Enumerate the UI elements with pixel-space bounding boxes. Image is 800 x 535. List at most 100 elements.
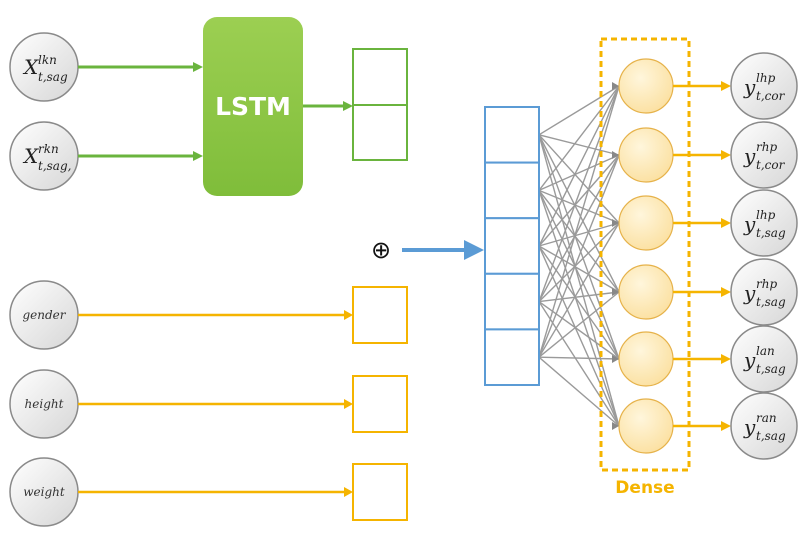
arrowhead bbox=[721, 354, 731, 364]
dense-connection bbox=[538, 245, 620, 293]
dense-connection bbox=[538, 301, 620, 427]
static-input-weight: weight bbox=[9, 457, 79, 527]
static-box-weight bbox=[352, 463, 408, 521]
dense-connection bbox=[538, 85, 620, 136]
concat-vector-cell bbox=[484, 328, 540, 386]
sequence-input-rkn: X rkn t,sag, bbox=[9, 121, 79, 191]
dense-connection bbox=[538, 85, 620, 191]
dense-connection bbox=[538, 134, 620, 427]
static-boxes bbox=[352, 286, 408, 521]
arrowhead bbox=[612, 422, 619, 430]
dense-connections bbox=[538, 85, 620, 427]
input-node-circle bbox=[9, 121, 79, 191]
dense-connection bbox=[538, 190, 620, 427]
arrowhead bbox=[612, 355, 619, 363]
sequence-arrows bbox=[78, 62, 203, 161]
dense-connection bbox=[538, 154, 620, 358]
neuron-circle bbox=[618, 127, 674, 183]
dense-connection bbox=[538, 356, 620, 427]
output-sub: t,sag bbox=[756, 362, 786, 376]
output-base: y bbox=[743, 75, 756, 99]
output-node-circle bbox=[730, 392, 798, 460]
arrowhead bbox=[344, 487, 353, 497]
arrowhead bbox=[464, 240, 484, 260]
input-base: X bbox=[22, 55, 39, 79]
dense-connection bbox=[538, 134, 620, 224]
output-sub: t,sag bbox=[756, 226, 786, 240]
neuron-circle bbox=[618, 331, 674, 387]
lstm-output-arrow bbox=[303, 101, 353, 111]
arrowhead bbox=[612, 219, 619, 227]
output-sup: ran bbox=[756, 411, 777, 425]
output-sup: lan bbox=[756, 344, 775, 358]
concat-vector-cell bbox=[484, 272, 540, 331]
output-base: y bbox=[743, 281, 756, 305]
output-sup: lhp bbox=[756, 208, 776, 222]
output-sub: t,sag bbox=[756, 295, 786, 309]
dense-connection bbox=[538, 85, 620, 358]
input-sup: rkn bbox=[38, 142, 59, 156]
output-sub: t,sag bbox=[756, 429, 786, 443]
dense-connection bbox=[538, 222, 620, 358]
dense-connection bbox=[538, 85, 620, 247]
neuron-circle bbox=[618, 264, 674, 320]
concat-arrow bbox=[402, 240, 484, 260]
vector-cell bbox=[352, 104, 408, 161]
dense-connection bbox=[538, 134, 620, 293]
input-sub: t,sag, bbox=[38, 159, 71, 173]
static-box-height bbox=[352, 375, 408, 433]
output-node-circle bbox=[730, 325, 798, 393]
dense-label: Dense bbox=[615, 478, 674, 498]
input-base: X bbox=[22, 144, 39, 168]
output-sub: t,cor bbox=[756, 158, 786, 172]
dense-connection bbox=[538, 222, 620, 303]
arrowhead bbox=[721, 150, 731, 160]
arrowhead bbox=[193, 151, 203, 161]
dense-connection bbox=[538, 189, 620, 224]
arrowhead bbox=[344, 310, 353, 320]
dense-connection bbox=[538, 85, 620, 302]
dense-connection bbox=[538, 154, 620, 247]
arrowhead bbox=[721, 287, 731, 297]
static-box-gender bbox=[352, 286, 408, 344]
static-arrows bbox=[78, 310, 353, 497]
static-input-height: height bbox=[9, 369, 79, 439]
output-node-circle bbox=[730, 121, 798, 189]
input-node-circle bbox=[9, 32, 79, 102]
dense-connection bbox=[538, 189, 620, 293]
dense-connection bbox=[538, 154, 620, 192]
arrowhead bbox=[344, 399, 353, 409]
output-sup: rhp bbox=[756, 140, 777, 154]
output-node-circle bbox=[730, 258, 798, 326]
arrowhead bbox=[721, 218, 731, 228]
input-label: height bbox=[25, 397, 64, 411]
input-sup: lkn bbox=[38, 53, 57, 67]
concat-vector-cell bbox=[484, 217, 540, 275]
lstm-label: LSTM bbox=[215, 92, 291, 121]
arrowhead bbox=[721, 421, 731, 431]
dense-connection bbox=[538, 356, 620, 360]
concat-vector bbox=[484, 106, 540, 386]
neuron-circle bbox=[618, 58, 674, 114]
output-sup: rhp bbox=[756, 277, 777, 291]
concat-vector-cell bbox=[484, 161, 540, 220]
dense-connection bbox=[538, 154, 620, 302]
output-base: y bbox=[743, 348, 756, 372]
input-sub: t,sag bbox=[38, 70, 68, 84]
arrowhead bbox=[343, 101, 353, 111]
output-node-circle bbox=[730, 52, 798, 120]
input-label: gender bbox=[22, 308, 66, 322]
output-base: y bbox=[743, 415, 756, 439]
sequence-input-lkn: X lkn t,sag bbox=[9, 32, 79, 102]
arrowhead bbox=[612, 151, 619, 159]
output-base: y bbox=[743, 144, 756, 168]
arrowhead bbox=[612, 288, 619, 296]
